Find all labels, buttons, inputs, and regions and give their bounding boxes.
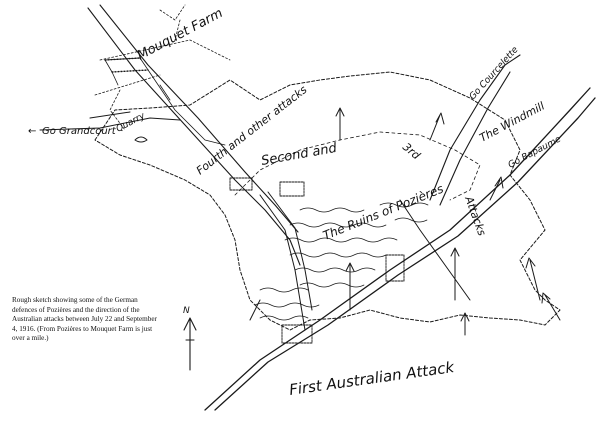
village-road-2 — [267, 191, 313, 311]
map-caption: Rough sketch showing some of the German … — [12, 296, 157, 343]
fort-1 — [229, 177, 253, 191]
north-arrow-icon — [183, 317, 197, 371]
attack-arrows — [249, 107, 561, 336]
fort-3 — [385, 254, 405, 282]
road-courcelette — [429, 54, 521, 201]
label-the-windmill: The Windmill — [477, 99, 546, 144]
village-road-1 — [259, 194, 306, 331]
label-quarry: Quarry — [115, 111, 148, 135]
ruins-texture — [254, 202, 429, 321]
inner-outline — [234, 131, 481, 201]
label-go-grandcourt: Go Grandcourt — [42, 126, 117, 137]
map-outline — [94, 71, 561, 331]
label-second-and: Second and — [260, 141, 339, 169]
label-first-australian-attack: First Australian Attack — [288, 358, 456, 399]
road-grandcourt-2 — [89, 111, 131, 119]
road-mouquet — [87, 7, 301, 266]
road-courcelette-2 — [439, 71, 511, 206]
trench-hatch — [104, 57, 149, 73]
road-mouquet-2 — [99, 4, 299, 233]
label-ruins: The Ruins of Pozières — [321, 182, 446, 243]
label-third: 3rd — [400, 140, 423, 163]
label-go-courcelette: Go Courcelette — [468, 45, 521, 102]
label-go-grandcourt-arrow: ← — [28, 126, 36, 137]
main-road-2 — [214, 97, 596, 411]
label-north: N — [183, 306, 190, 316]
main-road — [204, 87, 591, 411]
trench-north — [94, 4, 231, 131]
fort-4 — [281, 324, 313, 344]
village-road-3 — [399, 199, 471, 301]
fort-2 — [279, 181, 305, 197]
label-mouquet-farm: Mouquet Farm — [135, 6, 226, 64]
quarry-mark — [134, 136, 148, 143]
road-grandcourt — [39, 117, 181, 131]
